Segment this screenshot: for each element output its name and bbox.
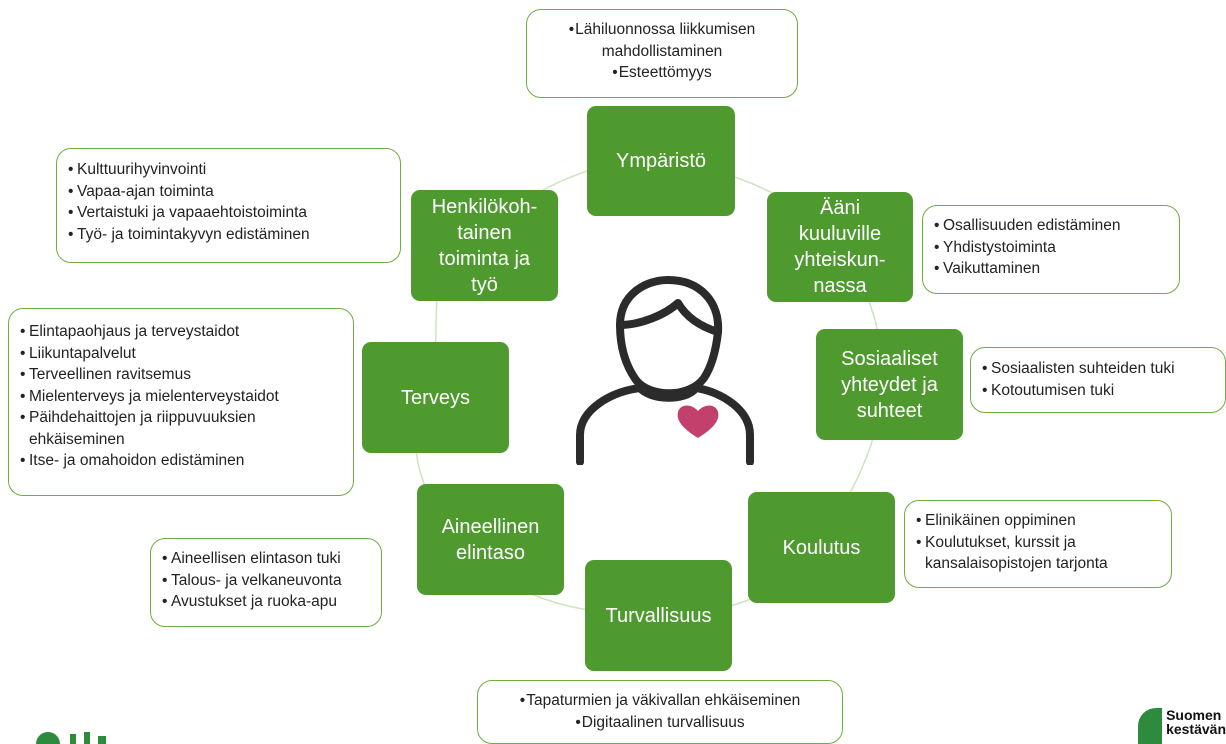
bubble-item: Digitaalinen turvallisuus bbox=[490, 712, 830, 734]
bubble-item: Esteettömyys bbox=[539, 62, 785, 84]
topic-label: Ympäristö bbox=[615, 150, 707, 172]
partial-logo-icon bbox=[36, 732, 106, 744]
topic-label: yhteiskun- bbox=[794, 249, 886, 271]
topic-label: Ääni bbox=[819, 197, 861, 219]
topic-aani-kuuluville: Ääni kuuluville yhteiskun- nassa bbox=[767, 192, 913, 302]
bubble-item: Aineellisen elintason tuki bbox=[162, 548, 369, 570]
topic-henkilokohtainen-toiminta: Henkilökoh- tainen toiminta ja työ bbox=[411, 190, 558, 301]
brand-text: Suomen kestävän bbox=[1166, 708, 1226, 736]
bubble-item: Yhdistystoiminta bbox=[934, 237, 1167, 259]
topic-label: Henkilökoh- bbox=[431, 195, 538, 218]
topic-label: Terveys bbox=[401, 386, 470, 409]
brand-line: Suomen bbox=[1166, 707, 1222, 723]
bubble-terveys: Elintapaohjaus ja terveystaidot Liikunta… bbox=[8, 308, 354, 496]
topic-label: työ bbox=[471, 273, 498, 296]
bubble-aineellinen: Aineellisen elintason tuki Talous- ja ve… bbox=[150, 538, 382, 627]
leaf-icon bbox=[1138, 708, 1163, 744]
bubble-item: Vapaa-ajan toiminta bbox=[68, 181, 388, 203]
bubble-aani-kuuluville: Osallisuuden edistäminen Yhdistystoimint… bbox=[922, 205, 1180, 294]
topic-terveys: Terveys bbox=[362, 342, 509, 453]
topic-sosiaaliset-yhteydet: Sosiaaliset yhteydet ja suhteet bbox=[816, 329, 963, 440]
bubble-henkilokohtainen: Kulttuurihyvinvointi Vapaa-ajan toiminta… bbox=[56, 148, 401, 263]
bubble-sosiaaliset: Sosiaalisten suhteiden tuki Kotoutumisen… bbox=[970, 347, 1226, 413]
bubble-item: Itse- ja omahoidon edistäminen bbox=[20, 450, 341, 472]
bubble-item: Avustukset ja ruoka-apu bbox=[162, 591, 369, 613]
brand-line: kestävän bbox=[1166, 721, 1226, 737]
bubble-item: Liikuntapalvelut bbox=[20, 343, 341, 365]
bubble-koulutus: Elinikäinen oppiminen Koulutukset, kurss… bbox=[904, 500, 1172, 588]
bubble-item: Kulttuurihyvinvointi bbox=[68, 159, 388, 181]
bubble-item: Kotoutumisen tuki bbox=[982, 380, 1213, 402]
bubble-item: Vertaistuki ja vapaaehtoistoiminta bbox=[68, 202, 388, 224]
topic-label: Turvallisuus bbox=[605, 604, 712, 627]
topic-label: Aineellinen bbox=[441, 515, 540, 538]
bubble-item: Osallisuuden edistäminen bbox=[934, 215, 1167, 237]
topic-label: kuuluville bbox=[798, 223, 882, 245]
bubble-ymparisto: Lähiluonnossa liikkumisen mahdollistamin… bbox=[526, 9, 798, 98]
heart-icon bbox=[677, 405, 719, 438]
topic-label: Koulutus bbox=[782, 536, 861, 559]
bubble-item: Tapaturmien ja väkivallan ehkäiseminen bbox=[490, 690, 830, 712]
topic-label: nassa bbox=[813, 275, 867, 297]
bubble-item: Elintapaohjaus ja terveystaidot bbox=[20, 321, 341, 343]
topic-label: Sosiaaliset bbox=[841, 347, 938, 370]
bubble-item: Elinikäinen oppiminen bbox=[916, 510, 1159, 532]
topic-koulutus: Koulutus bbox=[748, 492, 895, 603]
topic-aineellinen-elintaso: Aineellinen elintaso bbox=[417, 484, 564, 595]
topic-label: tainen bbox=[457, 221, 512, 244]
bubble-turvallisuus: Tapaturmien ja väkivallan ehkäiseminen D… bbox=[477, 680, 843, 744]
topic-label: yhteydet ja bbox=[841, 373, 938, 396]
bubble-item: Lähiluonnossa liikkumisen mahdollistamin… bbox=[539, 19, 785, 62]
topic-turvallisuus: Turvallisuus bbox=[585, 560, 732, 671]
bubble-item: Päihdehaittojen ja riippuvuuksien ehkäis… bbox=[20, 407, 341, 450]
brand-logo: Suomen kestävän bbox=[1138, 708, 1226, 744]
bubble-item: Koulutukset, kurssit ja kansalaisopistoj… bbox=[916, 532, 1159, 575]
bubble-item: Työ- ja toimintakyvyn edistäminen bbox=[68, 224, 388, 246]
topic-label: elintaso bbox=[456, 541, 525, 564]
topic-label: toiminta ja bbox=[438, 247, 531, 270]
topic-label: suhteet bbox=[856, 399, 923, 422]
bubble-item: Mielenterveys ja mielenterveystaidot bbox=[20, 386, 341, 408]
bubble-item: Talous- ja velkaneuvonta bbox=[162, 570, 369, 592]
person-with-heart-icon bbox=[576, 276, 754, 465]
topic-ymparisto: Ympäristö bbox=[587, 106, 735, 216]
bubble-item: Sosiaalisten suhteiden tuki bbox=[982, 358, 1213, 380]
bubble-item: Vaikuttaminen bbox=[934, 258, 1167, 280]
bubble-item: Terveellinen ravitsemus bbox=[20, 364, 341, 386]
